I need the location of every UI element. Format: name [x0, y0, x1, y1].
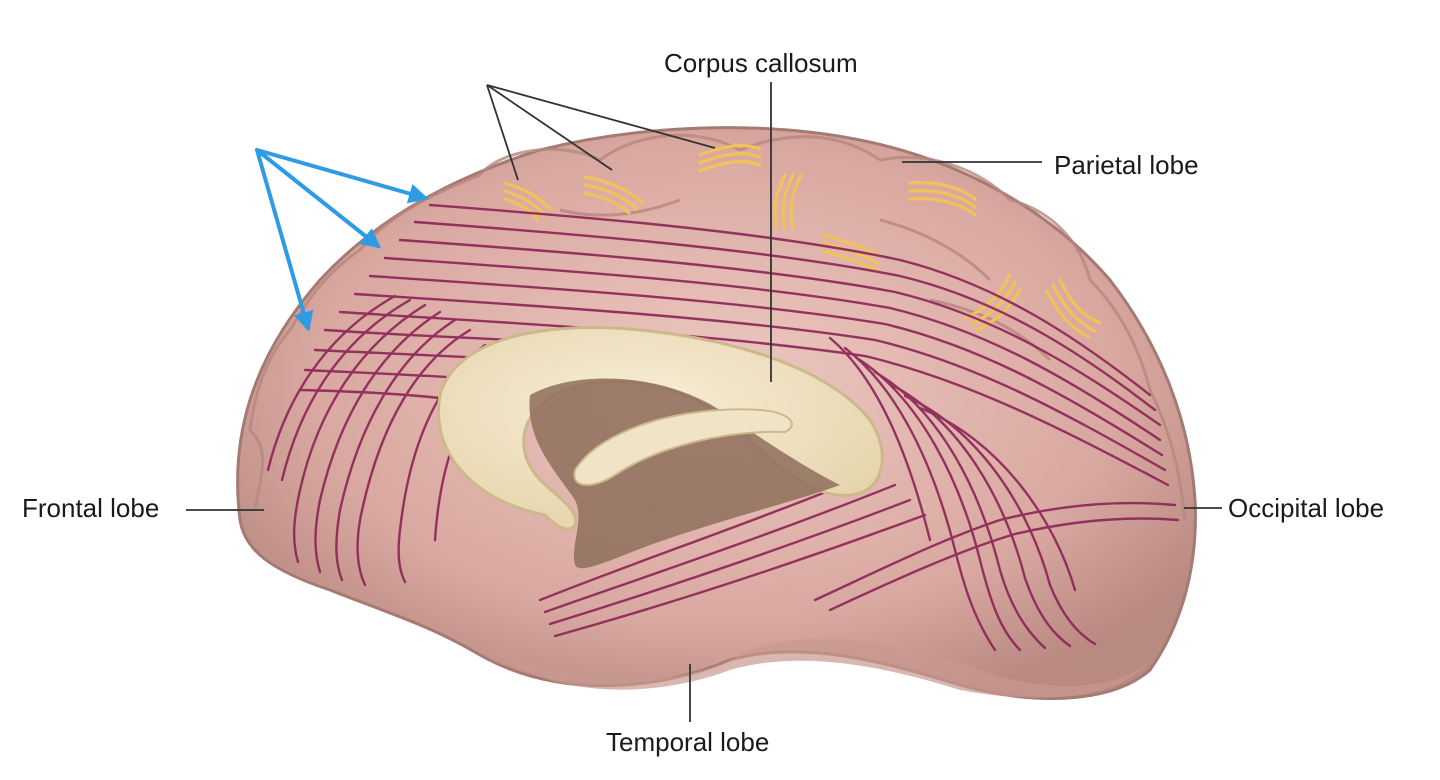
label-corpus-callosum: Corpus callosum	[664, 48, 858, 78]
gyri	[248, 133, 1187, 521]
fornix-shape	[573, 408, 793, 486]
label-temporal-lobe: Temporal lobe	[606, 727, 770, 757]
leader-lines	[186, 82, 1222, 722]
pointer-fiber-1	[486, 84, 519, 181]
lateral-ventricle-region	[529, 378, 840, 569]
pointer-fiber-2	[486, 84, 613, 171]
blue-pointer-arrows	[255, 148, 429, 332]
arcuate-fibers	[503, 144, 1102, 339]
label-frontal-lobe: Frontal lobe	[22, 493, 160, 523]
label-parietal-lobe: Parietal lobe	[1054, 150, 1199, 180]
label-occipital-lobe: Occipital lobe	[1228, 493, 1385, 523]
blue-arrow-1	[255, 148, 429, 204]
temporal-lobe-region	[480, 638, 1150, 698]
pointer-fiber-3	[486, 84, 716, 149]
blue-arrow-2	[255, 148, 382, 249]
blue-arrow-3	[255, 148, 314, 332]
